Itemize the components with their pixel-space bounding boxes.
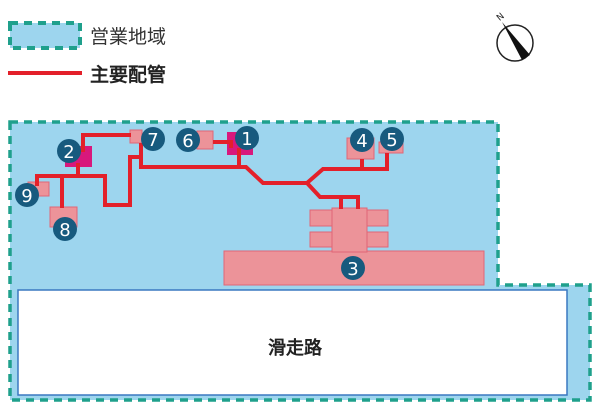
marker-label: 2 bbox=[63, 142, 74, 163]
facility-3-wing bbox=[309, 209, 333, 227]
marker-8[interactable]: 8 bbox=[53, 217, 77, 241]
marker-label: 3 bbox=[347, 259, 358, 280]
facility-3-wing bbox=[366, 209, 389, 227]
marker-6[interactable]: 6 bbox=[176, 128, 200, 152]
facility-3-terminal bbox=[331, 207, 368, 253]
facility-7 bbox=[129, 129, 143, 144]
marker-label: 5 bbox=[386, 130, 397, 151]
runway-label: 滑走路 bbox=[268, 337, 323, 359]
north-label: N bbox=[495, 12, 507, 24]
marker-label: 6 bbox=[182, 131, 193, 152]
facility-3-wing bbox=[309, 231, 333, 248]
marker-label: 1 bbox=[241, 129, 252, 150]
marker-3[interactable]: 3 bbox=[341, 256, 365, 280]
legend-area-swatch bbox=[8, 21, 82, 50]
marker-2[interactable]: 2 bbox=[57, 139, 81, 163]
pipe-segment bbox=[81, 133, 131, 152]
marker-5[interactable]: 5 bbox=[380, 127, 404, 151]
marker-label: 9 bbox=[21, 186, 32, 207]
legend-pipe-label: 主要配管 bbox=[90, 63, 166, 86]
marker-1[interactable]: 1 bbox=[235, 126, 259, 150]
marker-label: 7 bbox=[147, 130, 158, 151]
legend-area-label: 営業地域 bbox=[90, 26, 166, 48]
marker-4[interactable]: 4 bbox=[350, 128, 374, 152]
facility-3-wing bbox=[366, 231, 389, 248]
marker-7[interactable]: 7 bbox=[141, 127, 165, 151]
runway bbox=[17, 289, 568, 396]
main-pipes bbox=[35, 133, 389, 209]
north-arrow-icon: N bbox=[495, 12, 534, 62]
pipe-segment bbox=[139, 143, 389, 185]
marker-label: 4 bbox=[356, 131, 367, 152]
pipe-segment bbox=[213, 140, 233, 148]
pipe-segment bbox=[35, 155, 141, 207]
marker-label: 8 bbox=[59, 220, 70, 241]
marker-9[interactable]: 9 bbox=[15, 183, 39, 207]
